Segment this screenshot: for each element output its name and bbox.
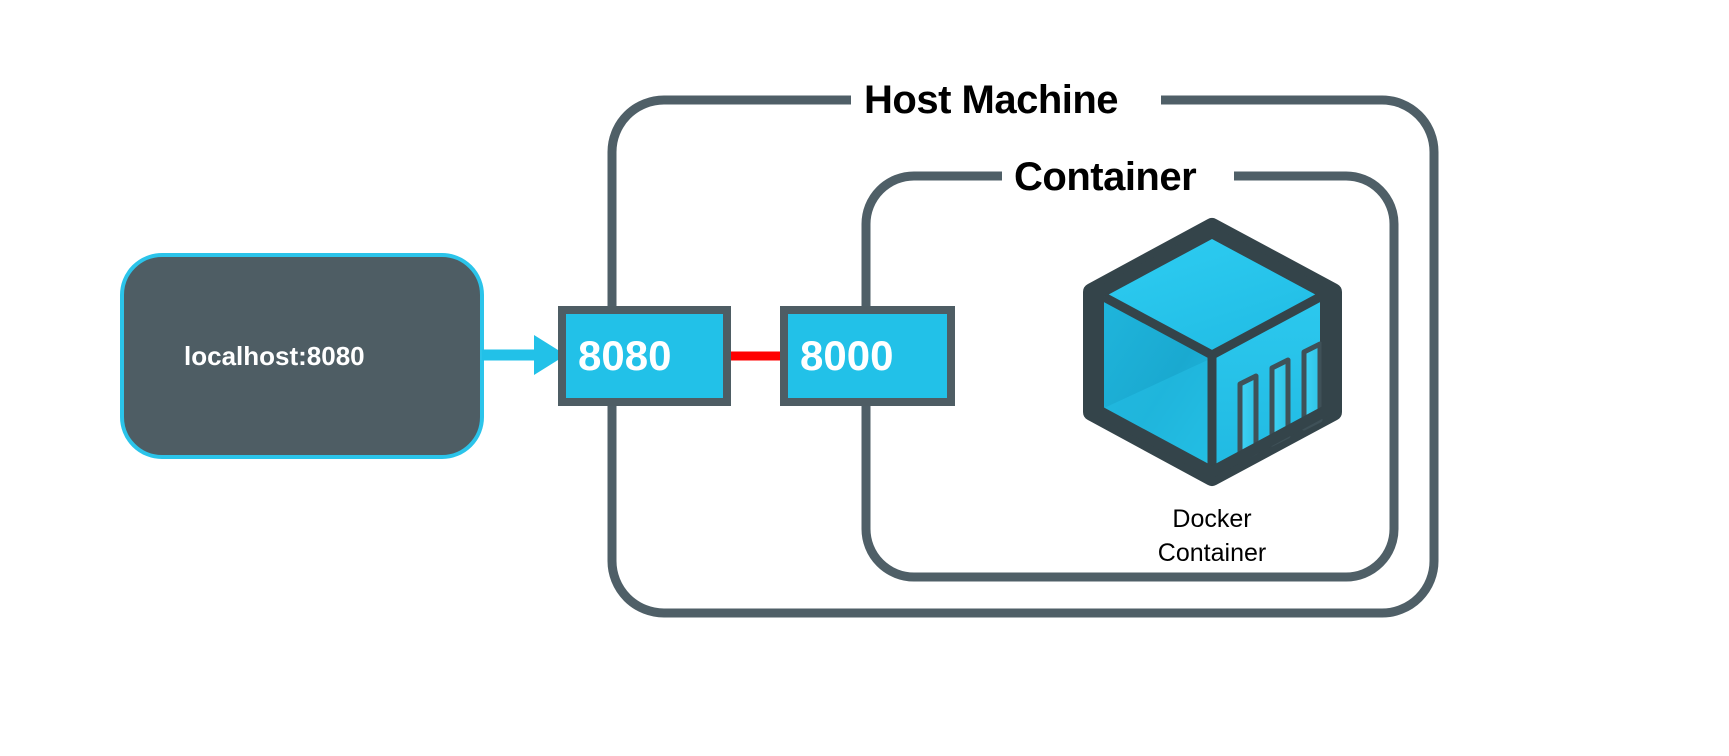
docker-container-cube-icon bbox=[1083, 218, 1342, 486]
docker-container-caption: Docker Container bbox=[1090, 502, 1334, 570]
container-title: Container bbox=[1014, 155, 1197, 199]
host-port-label: 8080 bbox=[578, 332, 672, 379]
docker-caption-line-1: Docker bbox=[1172, 505, 1252, 533]
client-to-host-port-arrow bbox=[482, 335, 566, 375]
container-port-label: 8000 bbox=[800, 332, 894, 379]
host-machine-title: Host Machine bbox=[864, 78, 1119, 122]
localhost-client-label: localhost:8080 bbox=[184, 341, 365, 371]
container-port-box[interactable] bbox=[780, 306, 955, 406]
docker-caption-line-2: Container bbox=[1157, 539, 1267, 567]
host-port-box[interactable] bbox=[558, 306, 731, 406]
